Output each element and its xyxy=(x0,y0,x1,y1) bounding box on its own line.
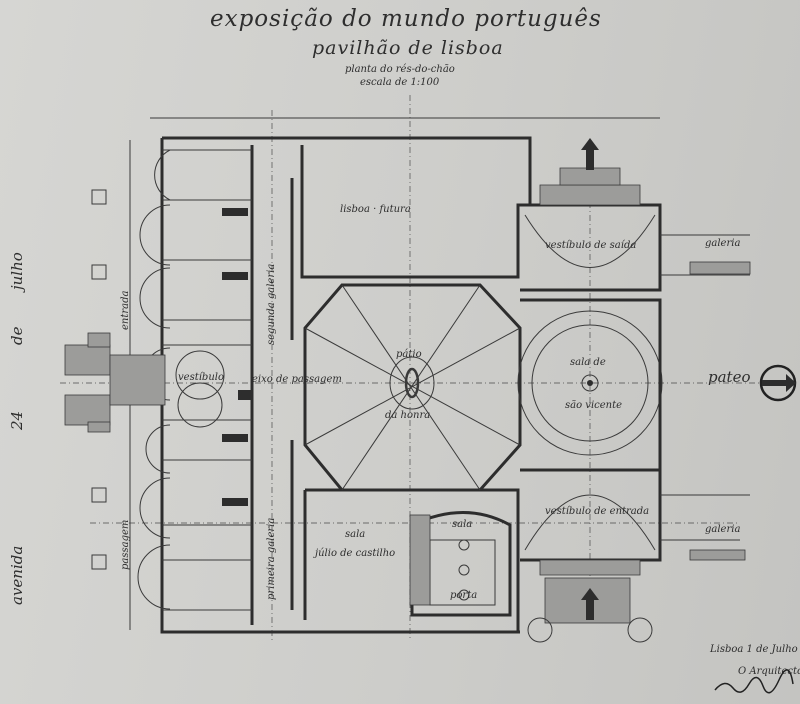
room-label-primeira-galeria: primeira galeria xyxy=(266,518,277,600)
signature-scrawl xyxy=(714,669,794,694)
room-label-lisboa-futura: lisboa · futura xyxy=(340,204,411,215)
room-label-entrada: entrada xyxy=(120,290,131,330)
left-apses xyxy=(137,149,225,610)
room-label-segunda-galeria: segunda galeria xyxy=(266,264,277,345)
room-label-galeria-bottom: galeria xyxy=(705,524,740,535)
room-label-patio-b: da honra xyxy=(385,410,430,421)
room-label-patio-a: pátio xyxy=(396,349,422,360)
street-label-de: de xyxy=(8,326,26,345)
room-label-porta: porta xyxy=(450,590,477,601)
wall-niches xyxy=(222,208,252,506)
room-label-vestibulo-saida: vestíbulo de saída xyxy=(545,240,636,251)
signature-place-date: Lisboa 1 de Julho de xyxy=(709,644,800,655)
central-patio xyxy=(303,283,522,492)
title-line-4: escala de 1:100 xyxy=(360,77,440,88)
north-arrow-icon xyxy=(759,364,797,402)
room-label-sala-small: sala xyxy=(452,519,472,530)
room-label-sala-julio-a: sala xyxy=(345,529,365,540)
title-line-3: planta do rés-do-chão xyxy=(345,64,455,75)
street-label-julho: julho xyxy=(8,252,26,293)
title-line-1: exposição do mundo português xyxy=(210,6,602,32)
small-chapel xyxy=(409,511,512,617)
street-label-avenida: avenida xyxy=(8,546,26,605)
entry-arrows xyxy=(581,138,599,620)
room-label-vestibulo-entrada: vestíbulo de entrada xyxy=(545,506,649,517)
signature-role: O Arquitecto xyxy=(738,666,800,677)
room-label-passagem-center: eixo de passagem xyxy=(252,374,342,385)
room-label-galeria-top: galeria xyxy=(705,238,740,249)
room-label-pateo: pateo xyxy=(708,368,750,386)
entrance-block xyxy=(64,189,166,570)
room-label-sala-julio-b: júlio de castilho xyxy=(313,548,395,559)
title-line-2: pavilhão de lisboa xyxy=(312,37,504,59)
room-label-passagem: passagem xyxy=(120,520,131,570)
room-label-sala-sao-vicente-a: sala de xyxy=(570,357,606,368)
street-label-24: 24 xyxy=(8,411,26,431)
main-walls xyxy=(160,136,532,634)
room-label-vestibulo-left: vestíbulo xyxy=(178,372,224,383)
room-label-sala-sao-vicente-b: são vicente xyxy=(565,400,622,411)
